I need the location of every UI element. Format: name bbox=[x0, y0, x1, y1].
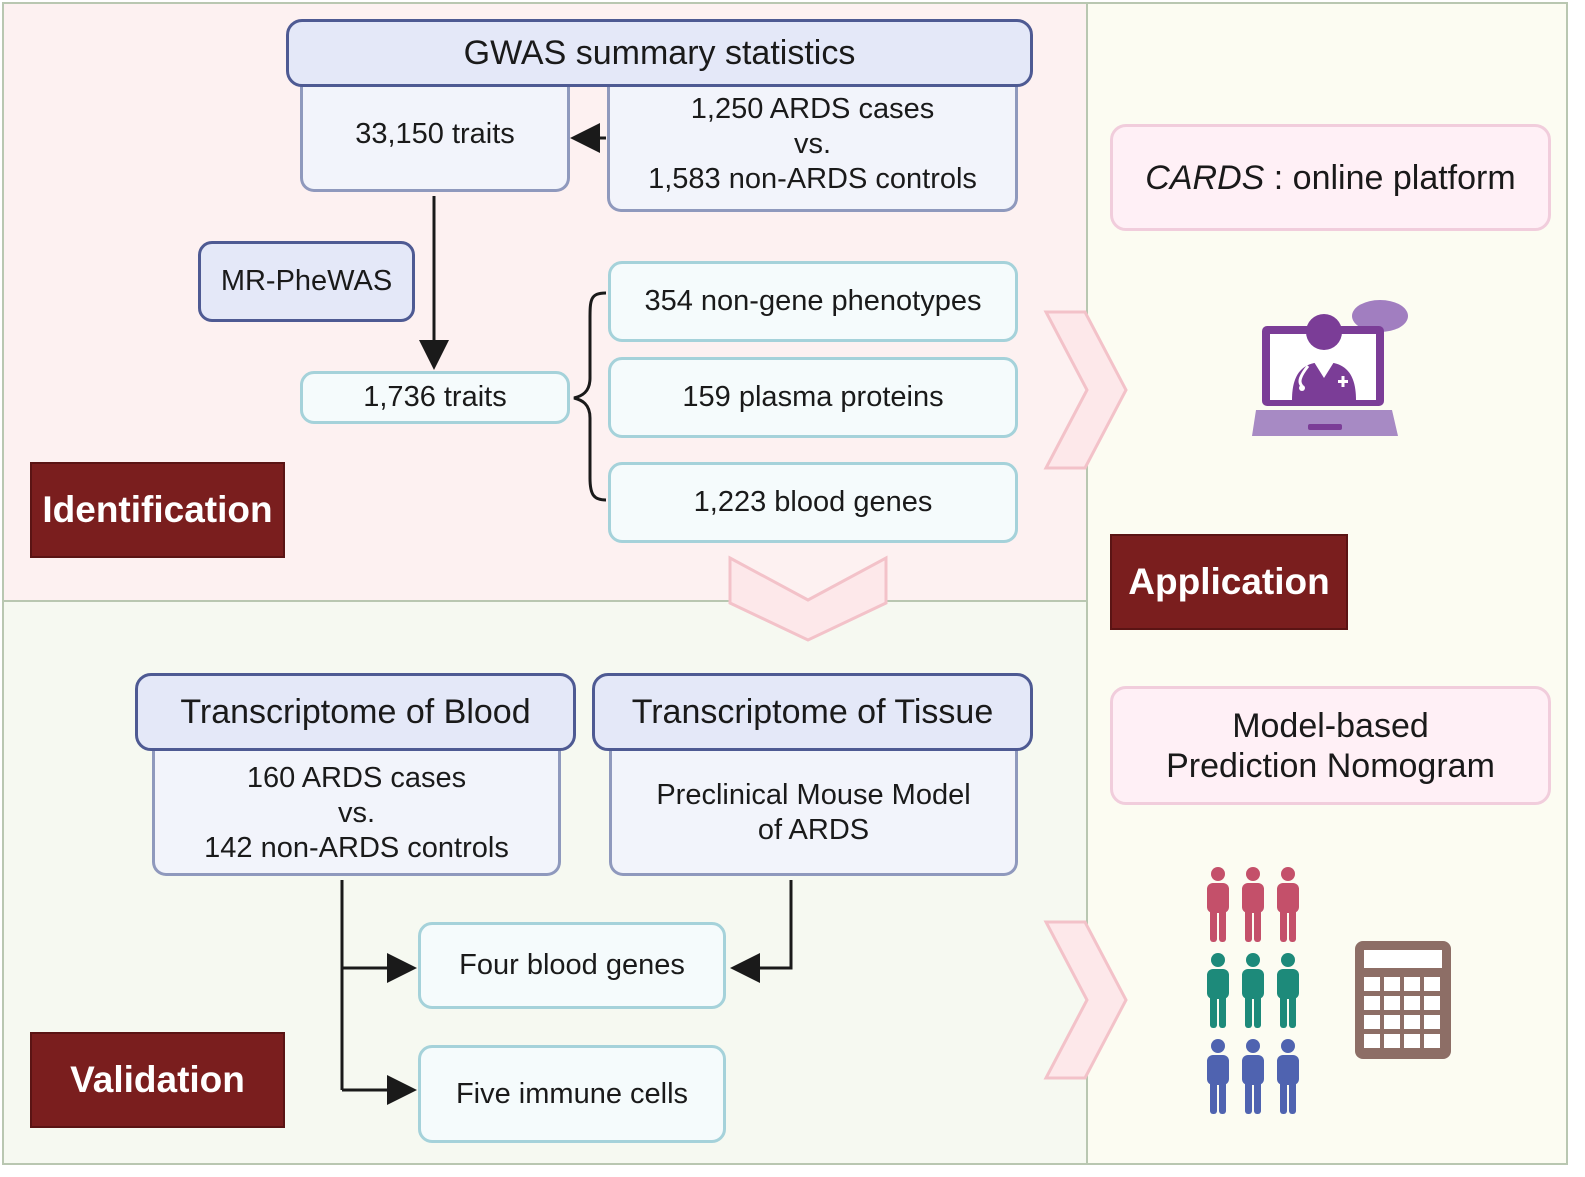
application-label-text: Application bbox=[1128, 561, 1330, 602]
tissue-model-line: Preclinical Mouse Model bbox=[656, 779, 971, 811]
calculator-key bbox=[1404, 1015, 1420, 1029]
person-figure bbox=[1277, 867, 1299, 942]
nomogram-line-2: Prediction Nomogram bbox=[1166, 746, 1495, 785]
platform-desc: : online platform bbox=[1264, 158, 1516, 197]
identification-label-text: Identification bbox=[42, 489, 273, 530]
cases-line: 1,250 ARDS cases bbox=[690, 93, 935, 125]
result-genes-text: Four blood genes bbox=[459, 949, 685, 981]
blood-cases-box: 160 ARDS cases vs. 142 non-ARDS controls bbox=[152, 745, 561, 876]
person-figure bbox=[1207, 953, 1229, 1028]
gwas-header-text: GWAS summary statistics bbox=[463, 33, 856, 72]
result-cells-box: Five immune cells bbox=[418, 1045, 726, 1143]
calculator-key bbox=[1384, 1015, 1400, 1029]
calculator-key bbox=[1364, 977, 1380, 991]
tissue-header-text: Transcriptome of Tissue bbox=[631, 692, 994, 731]
right-chevron-top bbox=[1043, 310, 1128, 470]
calculator-key bbox=[1364, 1034, 1380, 1048]
connector-tissue bbox=[730, 880, 793, 983]
people-group-icon bbox=[1207, 867, 1299, 1114]
validation-label: Validation bbox=[30, 1032, 285, 1128]
calculator-icon bbox=[1355, 941, 1451, 1059]
category-phenotypes: 354 non-gene phenotypes bbox=[608, 261, 1018, 342]
calculator-key bbox=[1404, 977, 1420, 991]
person-figure bbox=[1242, 867, 1264, 942]
category-genes-text: 1,223 blood genes bbox=[693, 486, 933, 518]
platform-name: CARDS bbox=[1145, 158, 1265, 197]
calculator-key bbox=[1424, 1034, 1440, 1048]
calculator-key bbox=[1424, 1015, 1440, 1029]
gwas-cases-box: 1,250 ARDS cases vs. 1,583 non-ARDS cont… bbox=[607, 80, 1018, 212]
calculator-key bbox=[1424, 977, 1440, 991]
nomogram-box: Model-based Prediction Nomogram bbox=[1110, 686, 1551, 805]
calculator-key bbox=[1384, 1034, 1400, 1048]
category-genes: 1,223 blood genes bbox=[608, 462, 1018, 543]
traits-selected-text: 1,736 traits bbox=[363, 381, 507, 413]
tissue-model-box: Preclinical Mouse Model of ARDS bbox=[609, 745, 1018, 876]
traits-selected-box: 1,736 traits bbox=[300, 371, 570, 424]
blood-controls-line: 142 non-ARDS controls bbox=[204, 831, 509, 864]
person-figure bbox=[1242, 1039, 1264, 1114]
tissue-header: Transcriptome of Tissue bbox=[592, 673, 1033, 751]
blood-vs: vs. bbox=[337, 796, 376, 829]
person-figure bbox=[1207, 1039, 1229, 1114]
person-figure bbox=[1242, 953, 1264, 1028]
doctor-laptop-icon bbox=[1252, 300, 1408, 436]
traits-total-box: 33,150 traits bbox=[300, 80, 570, 192]
person-figure bbox=[1277, 953, 1299, 1028]
platform-box: CARDS : online platform bbox=[1110, 124, 1551, 231]
calculator-key bbox=[1404, 1034, 1420, 1048]
blood-header-text: Transcriptome of Blood bbox=[180, 692, 531, 731]
gwas-header: GWAS summary statistics bbox=[286, 19, 1033, 87]
category-proteins: 159 plasma proteins bbox=[608, 357, 1018, 438]
calculator-key bbox=[1424, 996, 1440, 1010]
method-text: MR-PheWAS bbox=[220, 265, 393, 297]
tissue-model-line-2: of ARDS bbox=[757, 814, 870, 846]
calculator-key bbox=[1364, 996, 1380, 1010]
calculator-key bbox=[1404, 996, 1420, 1010]
method-box: MR-PheWAS bbox=[198, 241, 415, 322]
traits-total-text: 33,150 traits bbox=[355, 118, 515, 150]
blood-cases-line: 160 ARDS cases bbox=[246, 761, 467, 794]
nomogram-line-1: Model-based bbox=[1232, 706, 1429, 745]
validation-label-text: Validation bbox=[70, 1059, 245, 1100]
category-brace bbox=[573, 291, 607, 502]
application-label: Application bbox=[1110, 534, 1348, 630]
right-chevron-bottom bbox=[1043, 920, 1128, 1080]
controls-line: 1,583 non-ARDS controls bbox=[648, 163, 977, 195]
result-genes-box: Four blood genes bbox=[418, 922, 726, 1009]
category-phenotypes-text: 354 non-gene phenotypes bbox=[644, 285, 982, 317]
calculator-key bbox=[1384, 977, 1400, 991]
person-figure bbox=[1207, 867, 1229, 942]
category-proteins-text: 159 plasma proteins bbox=[682, 381, 944, 413]
person-figure bbox=[1277, 1039, 1299, 1114]
calculator-key bbox=[1384, 996, 1400, 1010]
calculator-key bbox=[1364, 1015, 1380, 1029]
blood-header: Transcriptome of Blood bbox=[135, 673, 576, 751]
result-cells-text: Five immune cells bbox=[455, 1077, 689, 1110]
down-chevron bbox=[728, 555, 888, 642]
cases-vs: vs. bbox=[793, 128, 832, 160]
identification-label: Identification bbox=[30, 462, 285, 558]
